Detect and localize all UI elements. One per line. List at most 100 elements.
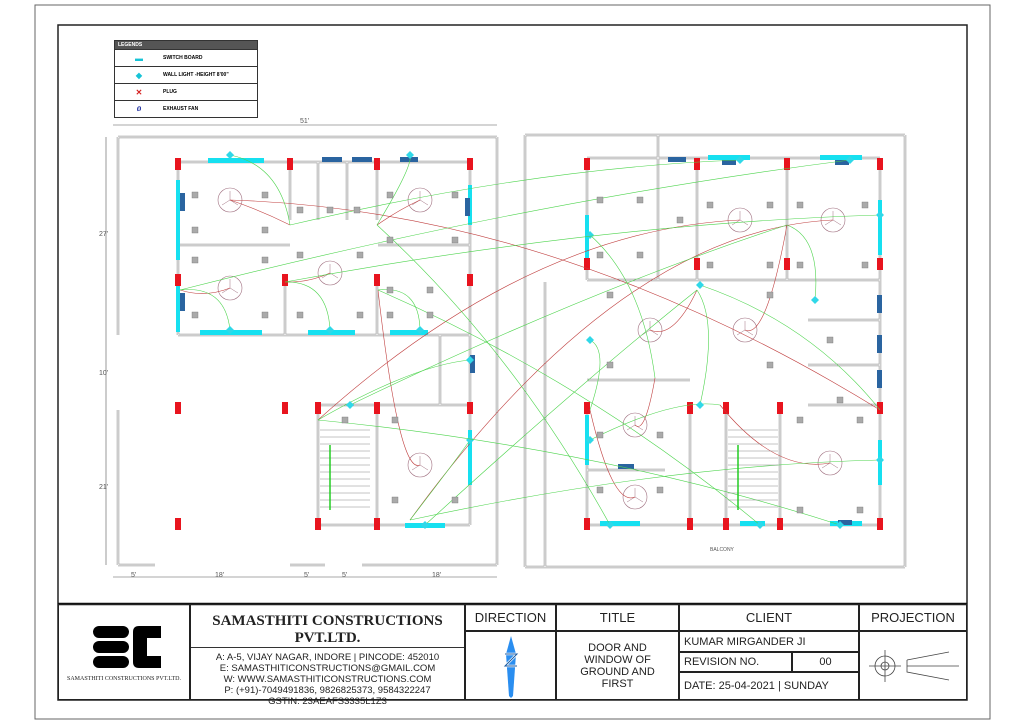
column xyxy=(877,158,883,170)
window xyxy=(708,155,750,160)
column xyxy=(723,518,729,530)
column xyxy=(584,518,590,530)
company-cell: SAMASTHITI CONSTRUCTIONS PVT.LTD. A: A-5… xyxy=(190,604,465,707)
ceiling-fan-icon xyxy=(622,484,648,510)
window xyxy=(878,200,882,255)
dimension-left: 10' xyxy=(99,370,109,377)
wall-light-icon xyxy=(226,326,234,334)
socket-icon xyxy=(191,226,199,234)
projection-cell xyxy=(859,631,967,700)
light-wire xyxy=(409,459,881,521)
socket-icon xyxy=(191,256,199,264)
ceiling-fan-blades xyxy=(736,321,754,336)
legend-title: LEGENDS xyxy=(115,41,257,49)
projection-symbol-icon xyxy=(869,649,959,682)
socket-icon xyxy=(356,251,364,259)
exhaust-fan-icon: ዐ xyxy=(136,104,142,113)
company-website: W: WWW.SAMASTHITICONSTRUCTIONS.COM xyxy=(223,674,432,685)
socket-icon xyxy=(596,251,604,259)
window xyxy=(740,521,765,526)
socket-icon xyxy=(856,416,864,424)
column xyxy=(175,518,181,530)
socket-icon xyxy=(706,201,714,209)
socket-icon xyxy=(191,191,199,199)
column xyxy=(723,402,729,414)
light-wire xyxy=(377,289,421,331)
socket-icon xyxy=(386,191,394,199)
socket-icon xyxy=(426,311,434,319)
wall-light-icon xyxy=(811,296,819,304)
socket-icon xyxy=(341,416,349,424)
dimension-left: 27' xyxy=(99,231,109,238)
ceiling-fan-icon xyxy=(727,207,753,233)
direction-header: DIRECTION xyxy=(465,604,556,631)
light-wire xyxy=(424,289,698,526)
light-wire xyxy=(786,224,817,301)
ceiling-fan-blades xyxy=(221,279,239,294)
socket-icon xyxy=(261,191,269,199)
light-wire xyxy=(376,154,411,226)
column xyxy=(175,402,181,414)
dimension-bottom: 5' xyxy=(304,572,310,579)
ceiling-fan-blades xyxy=(626,488,644,503)
column xyxy=(877,518,883,530)
ceiling-fan-icon xyxy=(217,275,243,301)
column xyxy=(784,258,790,270)
light-wire xyxy=(229,154,291,226)
projection-header: PROJECTION xyxy=(859,604,967,631)
wall-light-icon xyxy=(406,151,414,159)
socket-icon xyxy=(356,311,364,319)
ceiling-fan-blades xyxy=(411,456,429,471)
legend: LEGENDS ▬SWITCH BOARD ◆WALL LIGHT -HEIGH… xyxy=(114,40,258,118)
fan-wire xyxy=(317,219,741,421)
socket-icon xyxy=(296,311,304,319)
dimension-bottom: 18' xyxy=(432,572,442,579)
ground-floor-plan xyxy=(105,124,499,578)
column xyxy=(687,518,693,530)
light-wire xyxy=(377,289,761,526)
door xyxy=(180,293,185,311)
wall-light-icon xyxy=(876,211,884,219)
logo-caption: SAMASTHITI CONSTRUCTIONS PVT.LTD. xyxy=(66,676,181,682)
wall-light-icon xyxy=(696,401,704,409)
wall-light-icon xyxy=(421,521,429,529)
door xyxy=(322,157,342,162)
wall-light-icon xyxy=(466,436,474,444)
revision-number: 00 xyxy=(792,652,859,672)
company-phone: P: (+91)-7049491836, 9826825373, 9584322… xyxy=(224,685,431,696)
column xyxy=(315,518,321,530)
ceiling-fan-blades xyxy=(824,211,842,226)
socket-icon xyxy=(451,191,459,199)
balcony-label: BALCONY xyxy=(710,547,734,553)
fan-wire xyxy=(589,409,636,499)
socket-icon xyxy=(656,486,664,494)
socket-icon xyxy=(706,261,714,269)
door xyxy=(722,160,736,165)
wall-light-icon: ◆ xyxy=(135,70,143,80)
column xyxy=(584,258,590,270)
light-wire xyxy=(284,281,331,331)
socket-icon xyxy=(296,206,304,214)
first-floor-plan xyxy=(523,133,907,569)
window xyxy=(820,155,862,160)
column xyxy=(467,158,473,170)
light-wire xyxy=(284,214,881,283)
direction-cell xyxy=(465,631,556,700)
ceiling-fan-blades xyxy=(821,454,839,469)
column xyxy=(315,402,321,414)
socket-icon xyxy=(606,291,614,299)
light-wire xyxy=(589,403,721,441)
door xyxy=(877,335,882,353)
door xyxy=(470,355,475,373)
socket-icon xyxy=(261,256,269,264)
door xyxy=(877,370,882,388)
wall-light-icon xyxy=(606,521,614,529)
socket-icon xyxy=(451,496,459,504)
door xyxy=(618,464,634,469)
socket-icon xyxy=(451,236,459,244)
fan-wire xyxy=(409,219,834,521)
company-address: A: A-5, VIJAY NAGAR, INDORE | PINCODE: 4… xyxy=(215,652,440,663)
column xyxy=(374,402,380,414)
north-arrow-icon xyxy=(501,635,520,698)
column xyxy=(175,274,181,286)
